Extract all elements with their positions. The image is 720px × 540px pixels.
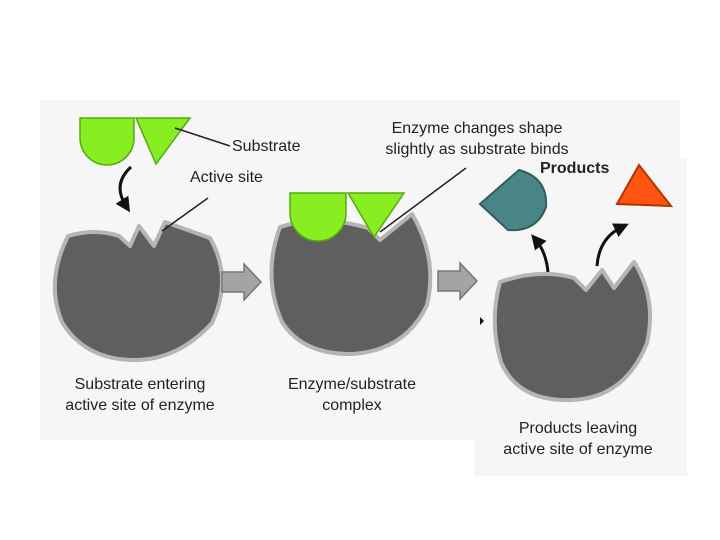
entering-arrow bbox=[115, 165, 133, 213]
products-label: Products bbox=[540, 160, 610, 177]
transition-arrow-2 bbox=[437, 261, 479, 301]
shape-change-label: Enzyme changes shape slightly as substra… bbox=[385, 120, 569, 158]
leaving-arrow-left bbox=[531, 234, 550, 273]
substrate-pointer bbox=[174, 127, 231, 147]
shape-change-pointer bbox=[379, 167, 467, 233]
active-site-label: Active site bbox=[190, 169, 263, 186]
active-site-pointer bbox=[161, 197, 209, 232]
bound-substrate-triangle bbox=[346, 192, 406, 239]
bound-substrate-semicircle bbox=[289, 192, 347, 242]
product-triangle bbox=[615, 163, 674, 208]
substrate-semicircle bbox=[79, 117, 135, 166]
caption-stage-1: Substrate entering active site of enzyme bbox=[65, 376, 215, 414]
enzyme-stage-3 bbox=[492, 260, 653, 403]
substrate-label: Substrate bbox=[232, 138, 301, 155]
substrate-triangle bbox=[134, 117, 192, 166]
enzyme-stage-2 bbox=[269, 212, 433, 357]
small-mark bbox=[480, 317, 484, 325]
enzyme-stage-1 bbox=[52, 220, 224, 362]
leaving-arrow-right bbox=[595, 223, 629, 267]
transition-arrow-1 bbox=[221, 262, 263, 302]
product-rounded bbox=[478, 168, 548, 232]
caption-stage-3: Products leaving active site of enzyme bbox=[503, 420, 653, 458]
caption-stage-2: Enzyme/substrate complex bbox=[287, 376, 417, 414]
